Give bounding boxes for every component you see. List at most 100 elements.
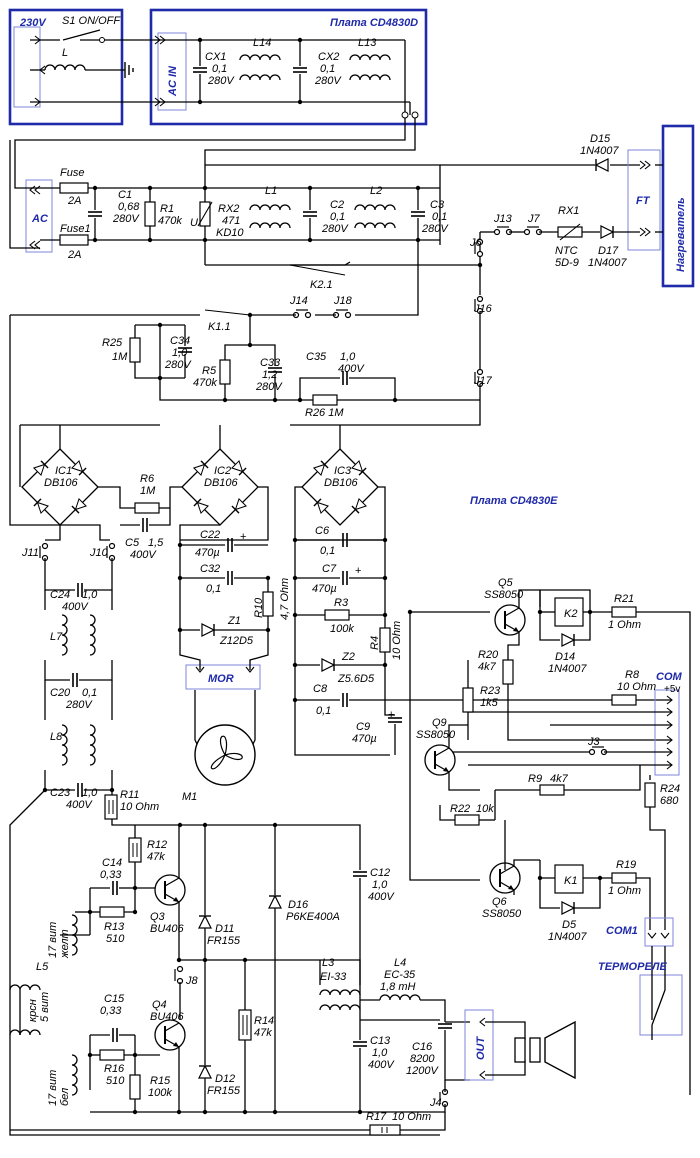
r16-value: 510 [106,1075,125,1087]
ic3-value: DB106 [324,477,359,489]
d17-value: 1N4007 [588,257,627,269]
plus5v-label: +5v [664,684,680,695]
c8-label: C8 [313,683,328,695]
r16-label: R16 [104,1063,125,1075]
ic2-label: IC2 [214,465,231,477]
l14-label: L14 [253,37,271,49]
c5-label: C5 [125,537,140,549]
winding-17a-turns: 17 вит [47,922,59,958]
q6-value: SS8050 [482,908,522,920]
c13-value: 1,0 [372,1047,388,1059]
board-cd4830d-box [149,8,428,126]
q5-label: Q5 [498,577,514,589]
r11-label: R11 [120,789,139,801]
ft-connector [627,149,661,251]
ac-label: AC [31,213,49,225]
d16-label: D16 [288,899,309,911]
r9-value: 4k7 [550,773,569,785]
svg-text:+: + [388,709,394,721]
c8-value: 0,1 [316,705,331,717]
r10-value: 4,7 Ohm [279,578,291,620]
winding-17a-color: желт [59,929,71,959]
k11-label: K1.1 [208,321,231,333]
ac-in-label: AC IN [167,65,179,97]
l3-value: EI-33 [320,971,347,983]
r19-label: R19 [616,859,636,871]
r8-label: R8 [625,669,640,681]
c35-voltage: 400V [338,363,365,375]
d14-label: D14 [555,651,575,663]
cx2-label: CX2 [318,51,339,63]
heater-box [661,124,695,288]
k2-label: K2 [564,608,577,620]
rx2-type: KD10 [216,227,244,239]
l4-label: L4 [394,957,406,969]
svg-text:+: + [240,531,246,543]
l1-label: L1 [265,185,277,197]
c23-label: C23 [50,787,71,799]
r24-label: R24 [660,783,680,795]
cx1-voltage: 280V [207,75,235,87]
r15-value: 100k [148,1087,172,1099]
j6-label: J6 [469,237,483,249]
r10-label: R10 [253,597,265,618]
c7-value: 470µ [312,583,337,595]
j14-label: J14 [289,295,308,307]
r23-value: 1k5 [480,697,499,709]
r26-label: R26 1M [305,407,344,419]
ac-connector [25,179,53,253]
svg-text:+: + [355,565,361,577]
r6-label: R6 [140,473,155,485]
c5-voltage: 400V [130,549,157,561]
fuse-label: Fuse [60,167,84,179]
c2-voltage: 280V [321,223,349,235]
c16-voltage: 1200V [406,1065,439,1077]
c6-value: 0,1 [320,545,335,557]
mains-box [8,8,124,126]
d12-label: D12 [215,1073,235,1085]
c7-label: C7 [322,563,337,575]
c12-voltage: 400V [368,891,395,903]
d5-label: D5 [562,919,577,931]
r1-label: R1 [160,203,174,215]
q6-label: Q6 [492,896,508,908]
winding-5-color: крсн [27,999,39,1022]
q4-label: Q4 [152,999,167,1011]
r12-label: R12 [147,839,167,851]
l4-inductance: 1,8 mH [380,981,416,993]
j16-label: J16 [473,303,493,315]
c2-value: 0,1 [330,211,345,223]
fuse [59,182,89,194]
l7-label: L7 [50,631,63,643]
j7-label: J7 [527,213,541,225]
board-d-label: Плата CD4830D [330,17,418,29]
r23-label: R23 [480,685,501,697]
c1-label: C1 [118,189,132,201]
winding-17b-turns: 17 вит [47,1070,59,1106]
mains-label: 230V [19,17,47,29]
r6-value: 1M [140,485,156,497]
rx2-label: RX2 [218,203,239,215]
relay-k1 [554,864,584,894]
cx1-value: 0,1 [212,63,227,75]
r5-label: R5 [202,365,217,377]
fuse1-label: Fuse1 [60,223,91,235]
m1-label: M1 [182,791,197,803]
c9-value: 470µ [352,733,377,745]
r25-label: R25 [102,337,123,349]
c22-value: 470µ [195,547,220,559]
rx2-u-label: U [190,217,198,229]
c33-label: C33 [260,357,281,369]
c33-value: 1,2 [262,369,277,381]
c9-label: C9 [356,721,370,733]
r15-label: R15 [150,1075,171,1087]
cx2-value: 0,1 [320,63,335,75]
r3-value: 100k [330,623,354,635]
r17-value: 10 Ohm [392,1111,431,1123]
c24-value: 1,0 [82,589,98,601]
c33-voltage: 280V [255,381,283,393]
k21-label: K2.1 [310,279,333,291]
switch-s1 [62,29,101,41]
ic1-label: IC1 [55,465,72,477]
